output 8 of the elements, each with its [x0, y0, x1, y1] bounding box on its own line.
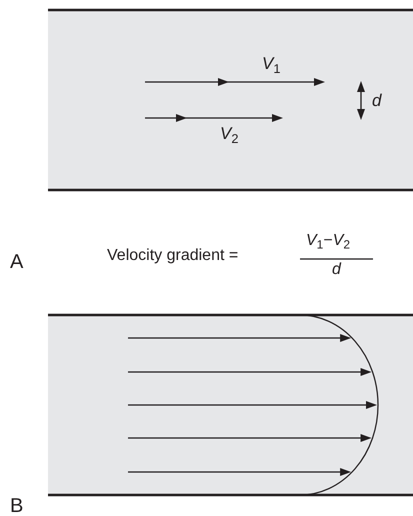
velocity-label: V$_{2}$ [220, 125, 238, 146]
velocity-label: V$_{1}$ [262, 55, 280, 76]
fraction-numerator: V$_{1}$−V$_{2}$ [306, 233, 350, 251]
panel-letter: A [10, 252, 24, 272]
formula-text: Velocity gradient = [107, 248, 238, 264]
fraction-denominator: d [332, 262, 341, 278]
distance-label: d [372, 92, 382, 109]
panel-letter: B [10, 496, 24, 516]
